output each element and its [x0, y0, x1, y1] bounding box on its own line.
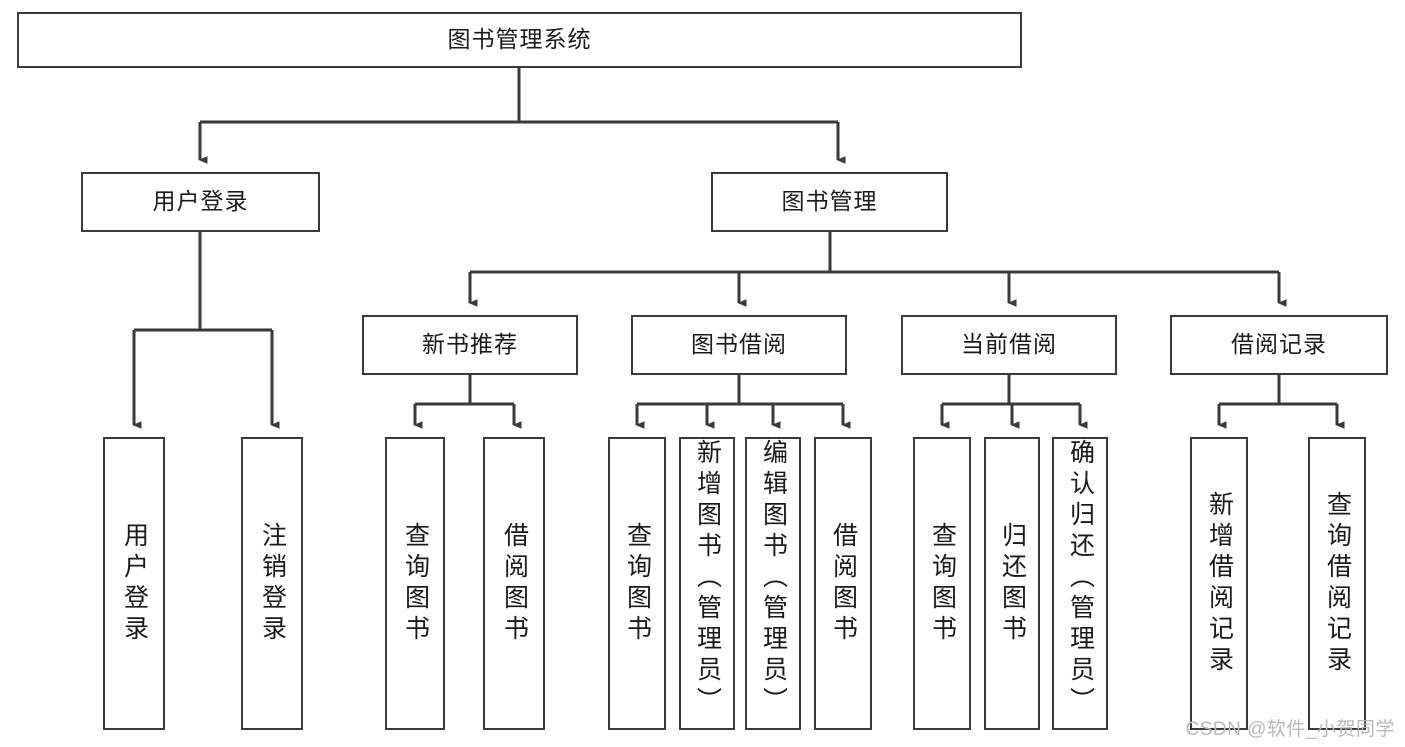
leaf-user-login[interactable]: 用户登录: [103, 437, 165, 730]
node-label: 注销登录: [258, 521, 287, 646]
node-label: 借阅图书: [829, 521, 858, 646]
node-label: 新增图书（管理员）: [693, 439, 722, 718]
node-book-borrow[interactable]: 图书借阅: [631, 315, 847, 375]
leaf-confirm-return-admin[interactable]: 确认归还（管理员）: [1052, 437, 1108, 730]
node-label: 编辑图书（管理员）: [759, 439, 788, 718]
node-book-management[interactable]: 图书管理: [711, 172, 948, 232]
node-label: 新书推荐: [422, 331, 518, 358]
leaf-query-book-current[interactable]: 查询图书: [913, 437, 971, 730]
node-label: 归还图书: [998, 521, 1027, 646]
node-label: 用户登录: [152, 188, 249, 215]
node-label: 新增借阅记录: [1205, 490, 1234, 677]
node-label: 借阅图书: [500, 521, 529, 646]
node-label: 查询图书: [623, 521, 652, 646]
node-label: 借阅记录: [1231, 331, 1327, 358]
leaf-add-borrow-record[interactable]: 新增借阅记录: [1190, 437, 1248, 730]
node-user-login[interactable]: 用户登录: [81, 172, 320, 232]
leaf-query-book-recommend[interactable]: 查询图书: [385, 437, 445, 730]
node-label: 查询图书: [928, 521, 957, 646]
node-label: 查询图书: [401, 521, 430, 646]
leaf-edit-book-admin[interactable]: 编辑图书（管理员）: [745, 437, 801, 730]
leaf-borrow-book[interactable]: 借阅图书: [814, 437, 872, 730]
leaf-user-logout[interactable]: 注销登录: [241, 437, 303, 730]
node-root[interactable]: 图书管理系统: [17, 12, 1022, 68]
node-label: 当前借阅: [961, 331, 1057, 358]
leaf-borrow-book-recommend[interactable]: 借阅图书: [483, 437, 545, 730]
node-label: 查询借阅记录: [1323, 490, 1352, 677]
leaf-return-book[interactable]: 归还图书: [984, 437, 1040, 730]
node-label: 图书管理系统: [447, 26, 592, 53]
leaf-query-borrow-record[interactable]: 查询借阅记录: [1308, 437, 1366, 730]
watermark: CSDN @软件_小贺同学: [1185, 719, 1395, 740]
node-label: 图书管理: [781, 188, 878, 215]
leaf-query-book-borrow[interactable]: 查询图书: [608, 437, 666, 730]
leaf-add-book-admin[interactable]: 新增图书（管理员）: [679, 437, 735, 730]
node-borrow-records[interactable]: 借阅记录: [1170, 315, 1388, 375]
node-new-book-recommend[interactable]: 新书推荐: [362, 315, 578, 375]
node-label: 用户登录: [120, 521, 149, 646]
node-current-borrow[interactable]: 当前借阅: [901, 315, 1117, 375]
node-label: 图书借阅: [691, 331, 787, 358]
node-label: 确认归还（管理员）: [1066, 439, 1095, 718]
